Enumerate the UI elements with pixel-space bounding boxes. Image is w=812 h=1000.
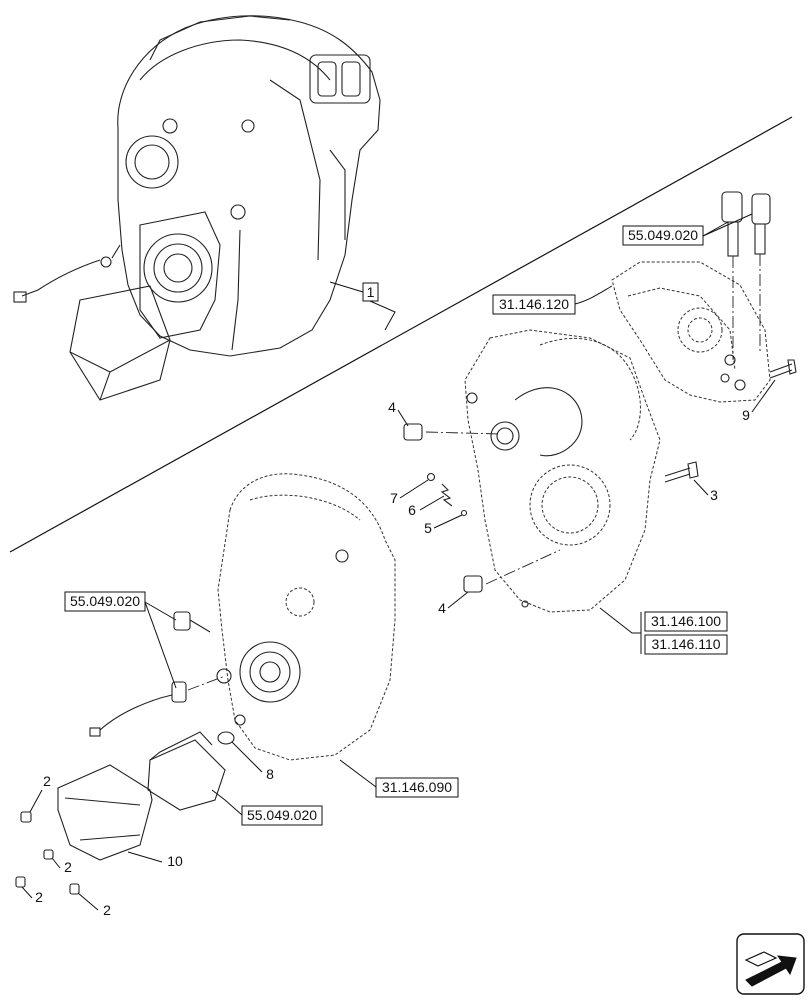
svg-text:55.049.020: 55.049.020 — [70, 593, 140, 609]
guard-10 — [57, 764, 153, 861]
callout-1: 1 — [329, 281, 396, 331]
svg-text:31.146.090: 31.146.090 — [382, 779, 452, 795]
pump-and-seal — [147, 731, 235, 811]
left-sensors — [89, 611, 226, 737]
callout-5: 5 — [424, 520, 432, 536]
ref-31-146-120[interactable]: 31.146.120 — [492, 285, 613, 315]
top-sensors — [721, 191, 771, 360]
callout-8: 8 — [266, 766, 274, 782]
gear-housing-31-146-100 — [464, 329, 661, 613]
callout-10: 10 — [167, 853, 183, 869]
bushing-4b — [463, 575, 483, 593]
svg-text:31.146.120: 31.146.120 — [499, 296, 569, 312]
bolt-3 — [664, 461, 699, 483]
screws-2 — [15, 811, 80, 895]
bushing-4a — [403, 423, 423, 441]
navigation-arrow-icon[interactable] — [736, 933, 805, 995]
rear-cover-31-146-120 — [611, 261, 771, 403]
ref-31-146-090[interactable]: 31.146.090 — [339, 759, 459, 798]
ref-55-049-020-left[interactable]: 55.049.020 — [64, 591, 177, 689]
svg-text:55.049.020: 55.049.020 — [628, 227, 698, 243]
plug-7 — [426, 472, 436, 482]
spring-6 — [440, 483, 453, 507]
callout-2c: 2 — [35, 889, 43, 905]
assembled-transmission — [13, 15, 381, 401]
svg-text:1: 1 — [367, 284, 375, 300]
o-ring-8 — [217, 731, 235, 745]
callout-4b: 4 — [438, 600, 446, 616]
small-parts — [403, 359, 797, 593]
callout-2d: 2 — [103, 902, 111, 918]
svg-text:55.049.020: 55.049.020 — [247, 807, 317, 823]
ref-55-049-020-top[interactable]: 55.049.020 — [622, 213, 753, 246]
callout-4a: 4 — [388, 399, 396, 415]
ball-5 — [460, 509, 468, 517]
callout-3: 3 — [710, 487, 718, 503]
callout-6: 6 — [408, 502, 416, 518]
ref-31-146-100-110[interactable]: 31.146.100 31.146.110 — [599, 607, 728, 655]
ref-55-049-020-bottom[interactable]: 55.049.020 — [211, 789, 323, 826]
callout-9: 9 — [742, 407, 750, 423]
callout-2a: 2 — [43, 773, 51, 789]
svg-text:31.146.110: 31.146.110 — [651, 636, 720, 652]
section-divider — [9, 116, 793, 553]
callout-7: 7 — [390, 490, 398, 506]
bolt-9 — [769, 359, 797, 379]
svg-text:31.146.100: 31.146.100 — [651, 613, 721, 629]
callout-2b: 2 — [64, 859, 72, 875]
gear-housing-31-146-090 — [216, 473, 396, 761]
